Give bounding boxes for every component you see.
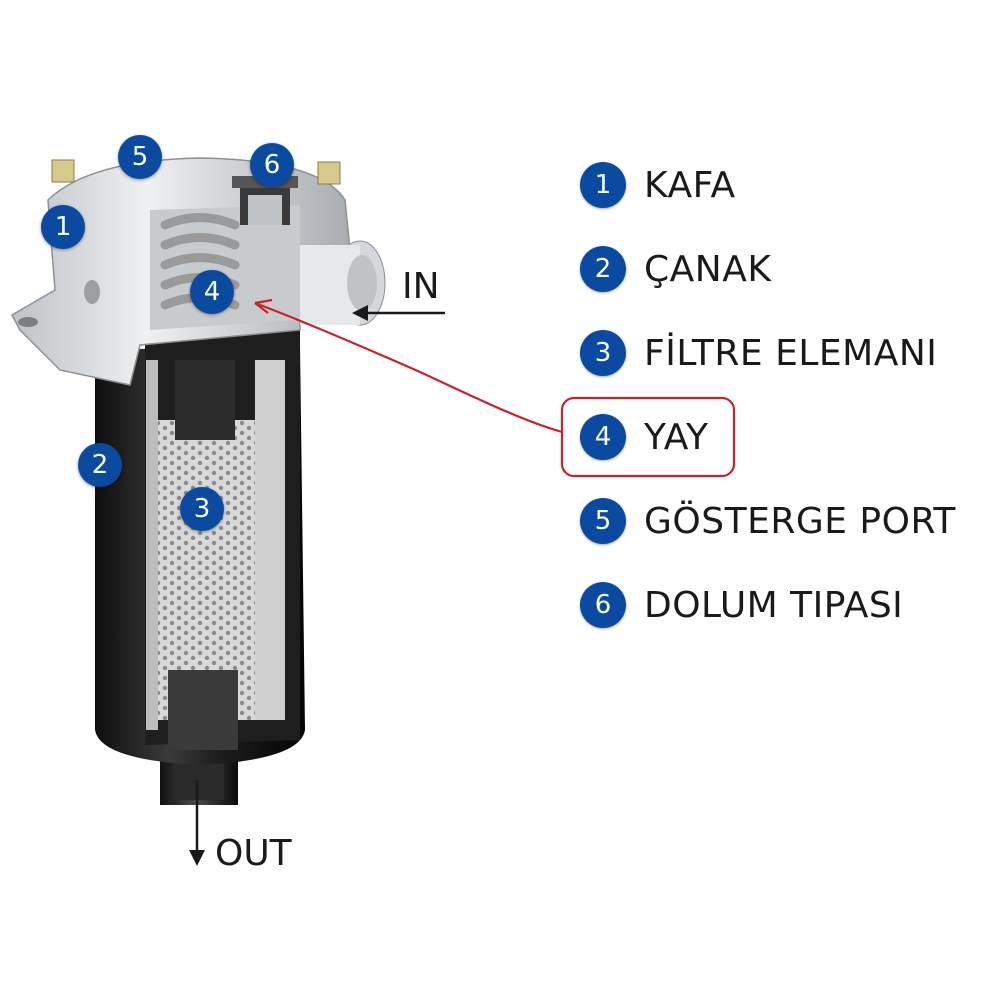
callout-4: 4: [190, 270, 234, 314]
outlet-label: OUT: [215, 833, 292, 874]
callout-2: 2: [78, 443, 122, 487]
legend-label: FİLTRE ELEMANI: [644, 332, 938, 374]
legend-label: GÖSTERGE PORT: [644, 500, 956, 542]
legend-label: KAFA: [644, 164, 736, 206]
callout-1: 1: [41, 205, 85, 249]
annotation-box: [560, 396, 736, 478]
legend-label: ÇANAK: [644, 248, 772, 290]
callout-6: 6: [250, 143, 294, 187]
legend-item-6: 6 DOLUM TIPASI: [580, 580, 903, 630]
legend-item-5: 5 GÖSTERGE PORT: [580, 496, 956, 546]
legend-item-2: 2 ÇANAK: [580, 244, 771, 294]
legend-badge: 6: [580, 582, 626, 628]
legend-badge: 5: [580, 498, 626, 544]
legend-label: DOLUM TIPASI: [644, 584, 904, 626]
legend-label: YAY: [644, 416, 709, 458]
legend-item-3: 3 FİLTRE ELEMANI: [580, 328, 937, 378]
legend-item-4: 4 YAY: [580, 412, 709, 462]
legend-badge: 3: [580, 330, 626, 376]
callout-3: 3: [180, 487, 224, 531]
legend-item-1: 1 KAFA: [580, 160, 736, 210]
legend-badge: 4: [580, 414, 626, 460]
annotation-pointer: [254, 301, 563, 434]
inlet-label: IN: [402, 266, 440, 307]
legend-badge: 1: [580, 162, 626, 208]
legend-badge: 2: [580, 246, 626, 292]
callout-5: 5: [118, 135, 162, 179]
